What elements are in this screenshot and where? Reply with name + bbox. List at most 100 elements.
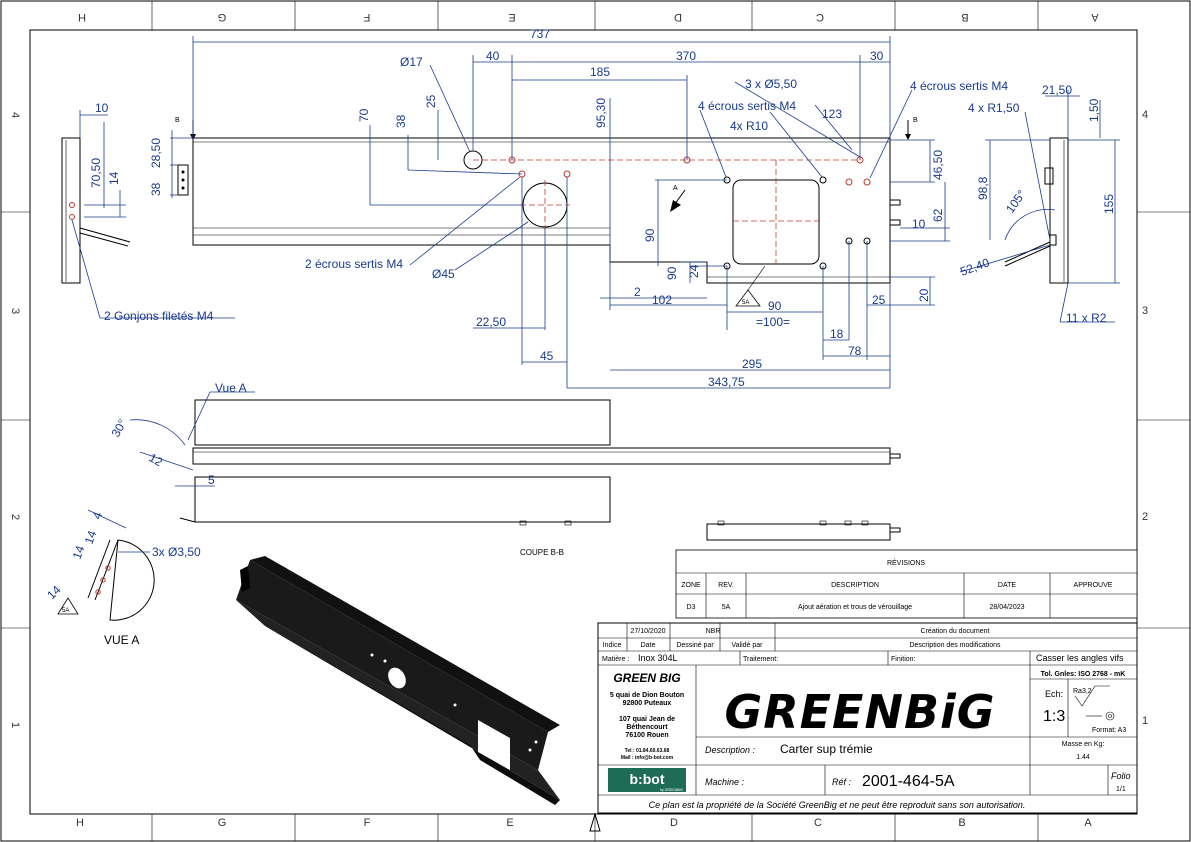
- label-ecrous-4a: 4 écrous sertis M4: [698, 99, 796, 113]
- tb-nbr: NBR: [706, 628, 721, 635]
- tb-date-creation: 27/10/2020: [630, 628, 665, 635]
- dim-24: 24: [687, 264, 701, 278]
- title-block: 27/10/2020 NBR Création du document Indi…: [597, 622, 1138, 814]
- projection-icon: [1086, 711, 1115, 721]
- dim-vuea-14a: 14: [82, 528, 100, 546]
- tb-tol: Tol. Gnles: ISO 2768 - mK: [1041, 671, 1126, 678]
- zone-b-top: B: [961, 11, 968, 23]
- vue-a-detail: 5A 3x Ø3,50 4 14 14 14 VUE A: [44, 509, 201, 647]
- label-vue-a-callout: Vue A: [215, 381, 247, 395]
- dim-right-105: 105°: [1003, 187, 1029, 216]
- dim-vue-5: 5: [208, 473, 215, 487]
- dim-right-4r150: 4 x R1,50: [968, 101, 1020, 115]
- rev-row-date: 28/04/2023: [989, 604, 1024, 611]
- dim-3x5-50: 3 x Ø5,50: [745, 77, 797, 91]
- dim-18: 18: [830, 327, 844, 341]
- tb-casser: Casser les angles vifs: [1036, 653, 1124, 663]
- front-view: B B A 5A: [175, 117, 918, 307]
- tb-finition-label: Finition:: [891, 656, 916, 663]
- vue-a-weld: 5A: [62, 608, 69, 614]
- dim-phi45: Ø45: [432, 267, 455, 281]
- dim-102: 102: [652, 293, 672, 307]
- dim-22-50: 22,50: [476, 315, 506, 329]
- zone-3-left: 3: [9, 308, 21, 314]
- rev-header-date: DATE: [998, 582, 1016, 589]
- dim-46-50: 46,50: [931, 150, 945, 180]
- dim-left-70-50: 70,50: [89, 158, 103, 188]
- dim-95-30: 95,30: [594, 98, 608, 128]
- inner-frame: [29, 29, 1138, 815]
- dim-123: 123: [822, 107, 842, 121]
- zone-d-top: D: [674, 11, 682, 23]
- dim-left-10: 10: [95, 101, 109, 115]
- bbot-logo: [608, 768, 686, 792]
- dim-737: 737: [530, 27, 550, 41]
- tb-folio-label: Folio: [1111, 771, 1131, 781]
- dimension-texts: 737 40 370 30 185 Ø17 3 x Ø5,50 123 95,3…: [149, 27, 1008, 389]
- section-b-right: B: [913, 117, 918, 124]
- dim-90v: 90: [643, 228, 657, 242]
- dim-70: 70: [357, 108, 371, 122]
- zone-2-left: 2: [9, 514, 21, 520]
- rev-header-rev: REV.: [718, 582, 734, 589]
- iso-view: [236, 556, 560, 805]
- zone-numbers-left: 4 3 2 1: [9, 112, 21, 728]
- dim-phi17: Ø17: [400, 55, 423, 69]
- dim-right-98-8: 98,8: [976, 176, 990, 200]
- revisions-title: RÉVISIONS: [887, 558, 925, 567]
- tb-logo: GREENBiG: [724, 685, 995, 739]
- dim-185: 185: [590, 65, 610, 79]
- tb-col-dessine: Dessiné par: [676, 642, 714, 649]
- zone-f-bottom: F: [364, 817, 371, 829]
- dim-left-14: 14: [107, 171, 121, 185]
- zone-g-bottom: G: [218, 817, 227, 829]
- section-view: Vue A 30° 12 5 COUPE B-B: [108, 381, 901, 557]
- tb-addr1: 5 quai de Dion Bouton: [610, 692, 684, 699]
- dim-right-52-40: 52,40: [958, 255, 991, 279]
- dim-20: 20: [917, 288, 931, 302]
- tb-ech: 1:3: [1043, 708, 1065, 725]
- rev-header-desc: DESCRIPTION: [831, 582, 879, 589]
- tb-traitement-label: Traitement:: [743, 656, 778, 663]
- dimension-lines: [170, 36, 950, 389]
- rev-row-desc: Ajout aération et trous de vérouillage: [798, 604, 912, 611]
- tb-bbot-sub: by GREENBIG: [660, 788, 683, 792]
- zone-g-top: G: [218, 11, 227, 23]
- tb-ref: 2001-464-5A: [862, 773, 955, 790]
- dim-vuea-14b: 14: [70, 543, 88, 561]
- dim-2: 2: [634, 285, 641, 299]
- rev-header-approuve: APPROUVE: [1074, 582, 1113, 589]
- arrow-a-label: A: [673, 185, 678, 192]
- dim-right-1-50: 1,50: [1087, 98, 1101, 122]
- tb-masse-label: Masse en Kg:: [1062, 741, 1105, 748]
- tb-matiere-label: Matière :: [602, 656, 629, 663]
- dim-38: 38: [394, 114, 408, 128]
- zone-2-right: 2: [1142, 511, 1148, 523]
- rev-row-zone: D3: [687, 604, 696, 611]
- weld-label: 5A: [742, 300, 749, 306]
- tb-desc: Carter sup trémie: [780, 742, 873, 756]
- tb-addr5: 76100 Rouen: [625, 732, 668, 739]
- weld-symbol: [735, 289, 761, 307]
- dim-38b: 38: [149, 182, 163, 196]
- dim-vue-30: 30°: [108, 417, 129, 440]
- tb-ra: Ra3,2: [1073, 688, 1092, 695]
- zone-1-right: 1: [1142, 715, 1148, 727]
- tb-matiere: Inox 304L: [638, 653, 678, 663]
- dim-343-75: 343,75: [708, 375, 745, 389]
- dim-right-21-50: 21,50: [1042, 83, 1072, 97]
- dim-295: 295: [742, 357, 762, 371]
- tb-mail: Mail : info@b-bot.com: [621, 755, 674, 761]
- tb-bbot: b:bot: [630, 771, 665, 787]
- dim-vuea-4: 4: [90, 510, 106, 521]
- zone-letters-bottom: H G F E D C B A: [76, 817, 1092, 829]
- right-side-view: 21,50 1,50 4 x R1,50 98,8 155 105° 52,40…: [958, 83, 1120, 325]
- rev-row-rev: 5A: [722, 604, 731, 611]
- tb-masse: 1.44: [1076, 754, 1090, 761]
- center-marker: [589, 812, 601, 832]
- tb-ref-label: Réf :: [832, 777, 852, 787]
- zone-4-right: 4: [1142, 109, 1148, 121]
- left-side-view: 10 70,50 14 2 Gonjons filetés M4: [61, 101, 235, 323]
- tb-tel: Tel : 01.84.60.63.68: [625, 748, 670, 754]
